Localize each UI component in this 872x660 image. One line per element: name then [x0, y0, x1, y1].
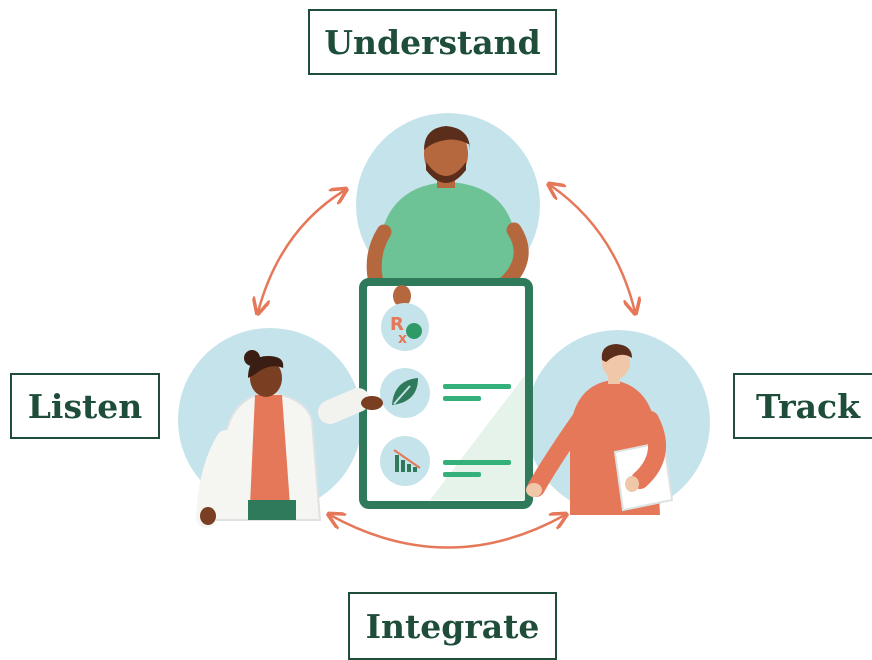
arrow-top-right — [550, 185, 635, 312]
listen-label: Listen — [10, 373, 160, 439]
svg-text:x: x — [398, 331, 407, 347]
left-person-doctor — [196, 350, 383, 528]
track-label: Track — [733, 373, 872, 439]
understand-label: Understand — [308, 9, 557, 75]
arrow-top-left — [258, 190, 345, 312]
svg-text:R: R — [390, 314, 404, 335]
right-person — [526, 344, 674, 515]
rx-icon: R x — [381, 303, 429, 351]
board-text-lines — [443, 384, 511, 477]
chart-icon — [380, 436, 430, 486]
integrate-label: Integrate — [348, 592, 557, 660]
arrow-bottom — [330, 515, 565, 549]
leaf-icon — [380, 368, 430, 418]
top-person-hand — [393, 285, 411, 307]
